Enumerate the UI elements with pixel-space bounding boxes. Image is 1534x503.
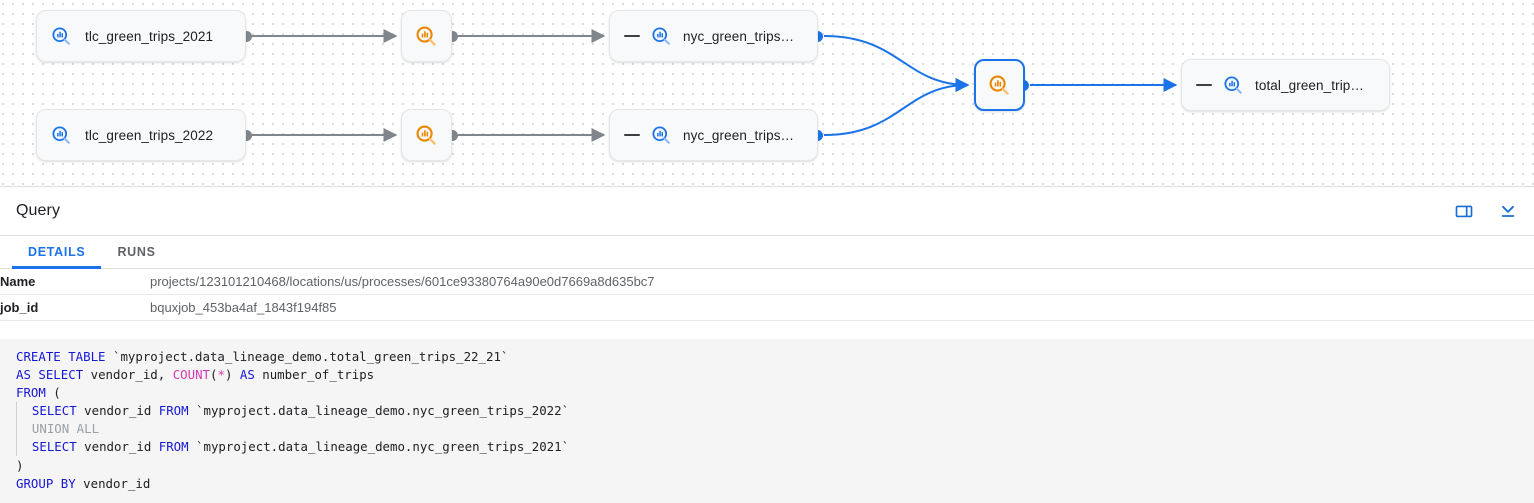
lineage-node-process-2021[interactable] bbox=[401, 10, 452, 62]
bigquery-process-icon bbox=[415, 124, 438, 147]
lineage-node-process-2022[interactable] bbox=[401, 109, 452, 161]
lineage-graph-canvas[interactable]: tlc_green_trips_2021 tlc_green_trips_202… bbox=[0, 0, 1534, 186]
collapse-panel-icon[interactable] bbox=[1496, 199, 1520, 223]
lineage-node-label: nyc_green_trips… bbox=[683, 127, 795, 143]
sql-code-text: CREATE TABLE `myproject.data_lineage_dem… bbox=[16, 349, 570, 491]
bigquery-table-icon bbox=[51, 26, 72, 47]
lineage-node-tlc-green-trips-2022[interactable]: tlc_green_trips_2022 bbox=[36, 109, 246, 161]
lineage-node-label: tlc_green_trips_2021 bbox=[85, 28, 214, 44]
output-port[interactable] bbox=[241, 130, 252, 141]
table-row: job_id bquxjob_453ba4af_1843f194f85 bbox=[0, 294, 1534, 321]
detail-value: bquxjob_453ba4af_1843f194f85 bbox=[150, 294, 1534, 321]
details-table: Name projects/123101210468/locations/us/… bbox=[0, 269, 1534, 321]
output-port[interactable] bbox=[447, 31, 458, 42]
lineage-node-label: total_green_trip… bbox=[1255, 77, 1365, 93]
lineage-node-label: tlc_green_trips_2022 bbox=[85, 127, 214, 143]
indent-guide bbox=[16, 420, 17, 439]
indent-guide bbox=[16, 438, 17, 457]
split-panel-icon[interactable] bbox=[1452, 199, 1476, 223]
panel-title: Query bbox=[16, 202, 61, 219]
bigquery-process-icon bbox=[415, 25, 438, 48]
tab-details[interactable]: DETAILS bbox=[12, 236, 102, 269]
tab-label: RUNS bbox=[117, 245, 156, 259]
indent-guide bbox=[16, 402, 17, 421]
query-panel-tabs: DETAILS RUNS bbox=[0, 236, 1534, 269]
lineage-node-nyc-green-trips-2021[interactable]: nyc_green_trips… bbox=[609, 10, 818, 62]
panel-divider bbox=[0, 186, 1534, 187]
detail-key: job_id bbox=[0, 294, 150, 321]
collapse-icon[interactable] bbox=[624, 35, 640, 37]
lineage-node-label: nyc_green_trips… bbox=[683, 28, 795, 44]
output-port[interactable] bbox=[241, 31, 252, 42]
collapse-icon[interactable] bbox=[1196, 84, 1212, 86]
lineage-node-tlc-green-trips-2021[interactable]: tlc_green_trips_2021 bbox=[36, 10, 246, 62]
tab-runs[interactable]: RUNS bbox=[101, 236, 171, 268]
query-panel-header: Query bbox=[0, 187, 1534, 236]
panel-header-actions bbox=[1452, 187, 1520, 235]
sql-code-block[interactable]: CREATE TABLE `myproject.data_lineage_dem… bbox=[0, 339, 1534, 503]
detail-key: Name bbox=[0, 269, 150, 295]
lineage-node-process-selected[interactable] bbox=[974, 59, 1025, 111]
detail-value: projects/123101210468/locations/us/proce… bbox=[150, 269, 1534, 295]
output-port[interactable] bbox=[447, 130, 458, 141]
collapse-icon[interactable] bbox=[624, 134, 640, 136]
bigquery-table-icon bbox=[651, 26, 672, 47]
lineage-node-nyc-green-trips-2022[interactable]: nyc_green_trips… bbox=[609, 109, 818, 161]
tab-label: DETAILS bbox=[28, 245, 86, 259]
bigquery-table-icon bbox=[651, 125, 672, 146]
bigquery-table-icon bbox=[1223, 75, 1244, 96]
table-row: Name projects/123101210468/locations/us/… bbox=[0, 269, 1534, 295]
query-panel: Query DETAILS RUNS bbox=[0, 187, 1534, 503]
bigquery-table-icon bbox=[51, 125, 72, 146]
lineage-node-total-green-trips[interactable]: total_green_trip… bbox=[1181, 59, 1390, 111]
bigquery-process-icon bbox=[988, 74, 1011, 97]
